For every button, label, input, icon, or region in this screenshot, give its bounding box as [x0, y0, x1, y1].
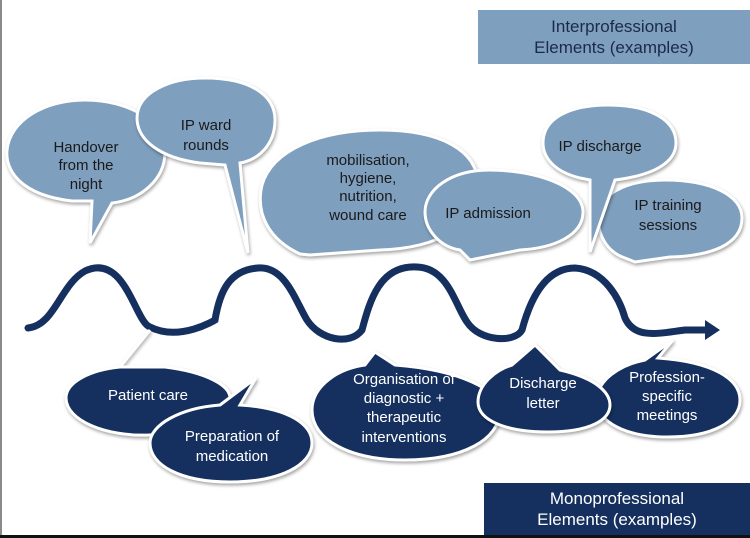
legend-monoprofessional: Monoprofessional Elements (examples)	[484, 483, 750, 535]
mono-label-discharge-letter: Discharge letter	[509, 375, 577, 412]
svg-text:meetings: meetings	[637, 407, 698, 424]
svg-text:rounds: rounds	[183, 137, 229, 154]
legend-ip-line-2: Elements (examples)	[534, 38, 694, 57]
svg-text:IP training: IP training	[634, 197, 701, 214]
frame-bottom-border	[0, 535, 750, 538]
svg-text:therapeutic: therapeutic	[367, 409, 442, 426]
mono-label-preparation: Preparation of medication	[185, 428, 280, 465]
ip-label-mobilisation: mobilisation, hygiene, nutrition, wound …	[326, 152, 409, 224]
svg-text:specific: specific	[642, 388, 693, 405]
svg-text:Profession-: Profession-	[629, 369, 705, 386]
svg-text:medication: medication	[196, 448, 269, 465]
ip-label-admission: IP admission	[445, 205, 531, 222]
mono-bubble-preparation	[148, 376, 314, 484]
svg-text:mobilisation,: mobilisation,	[326, 152, 409, 169]
svg-text:interventions: interventions	[361, 429, 446, 446]
svg-text:letter: letter	[526, 395, 559, 412]
svg-text:IP discharge: IP discharge	[558, 138, 641, 155]
svg-text:IP admission: IP admission	[445, 205, 531, 222]
svg-text:Discharge: Discharge	[509, 375, 577, 392]
legend-mono-line-1: Monoprofessional	[549, 489, 685, 508]
legend-interprofessional: Interprofessional Elements (examples)	[478, 10, 750, 64]
svg-text:sessions: sessions	[639, 217, 697, 234]
ip-label-discharge: IP discharge	[558, 138, 641, 155]
mono-bubble-profession-specific	[595, 338, 742, 439]
mono-label-organisation: Organisation of diagnostic + therapeutic…	[353, 371, 456, 446]
svg-text:Organisation of: Organisation of	[353, 371, 456, 388]
svg-text:diagnostic +: diagnostic +	[364, 390, 445, 407]
process-flow-line	[24, 263, 712, 343]
mono-bubble-patient-care	[64, 329, 232, 437]
legend-mono-line-2: Elements (examples)	[537, 510, 697, 529]
ip-label-handover: Handover from the night	[53, 139, 118, 193]
ip-label-ward-rounds: IP ward rounds	[181, 117, 232, 154]
flow-arrowhead-icon	[705, 320, 720, 340]
mono-bubble-discharge-letter	[476, 342, 612, 434]
ip-bubble-admission	[423, 168, 585, 262]
mono-label-profession-specific: Profession- specific meetings	[629, 369, 705, 424]
mono-label-patient-care: Patient care	[108, 387, 188, 404]
svg-text:nutrition,: nutrition,	[339, 188, 397, 205]
svg-text:IP ward: IP ward	[181, 117, 232, 134]
svg-text:wound care: wound care	[328, 207, 407, 224]
ip-bubble-handover	[5, 98, 167, 244]
ip-bubble-ward-rounds	[135, 76, 277, 254]
svg-text:night: night	[70, 176, 103, 193]
svg-text:Patient care: Patient care	[108, 387, 188, 404]
svg-text:Handover: Handover	[53, 139, 118, 156]
ip-bubble-discharge	[541, 103, 678, 253]
svg-text:Preparation of: Preparation of	[185, 428, 280, 445]
svg-text:from the: from the	[58, 157, 113, 174]
legend-ip-line-1: Interprofessional	[551, 17, 677, 36]
ip-label-training: IP training sessions	[634, 197, 701, 234]
svg-text:hygiene,: hygiene,	[340, 170, 397, 187]
frame-left-border	[0, 0, 2, 538]
